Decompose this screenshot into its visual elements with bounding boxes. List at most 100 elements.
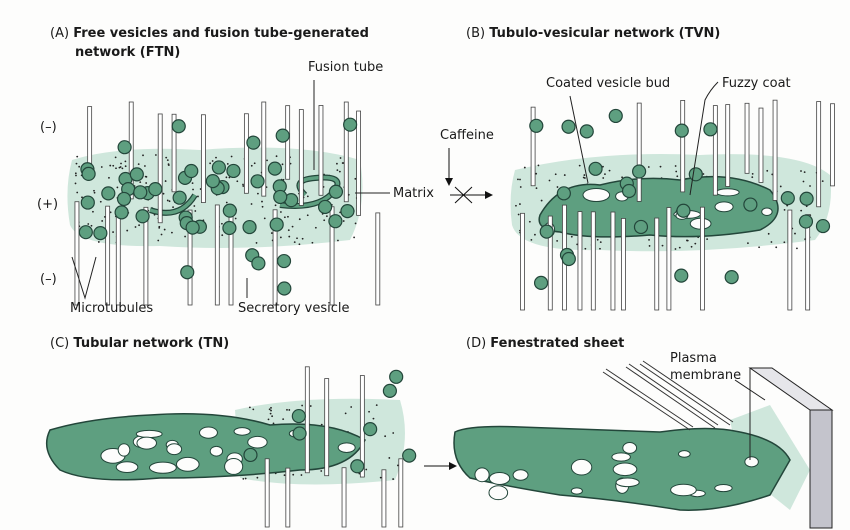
- matrix-particle: [775, 246, 778, 249]
- matrix-particle: [142, 154, 144, 157]
- fuzzy-coat-leader: [689, 81, 719, 196]
- microtubule: [744, 102, 750, 174]
- matrix-particle: [298, 218, 301, 221]
- microtubule: [666, 207, 672, 311]
- microtubule: [758, 107, 764, 183]
- matrix-particle: [225, 176, 228, 179]
- microtubule: [115, 209, 121, 306]
- matrix-particle: [358, 472, 361, 475]
- fenestration: [488, 485, 509, 501]
- coated-bud-leader: [569, 95, 589, 184]
- panel-a-title: (A) Free vesicles and fusion tube-genera…: [50, 26, 369, 42]
- microtubule: [304, 366, 310, 474]
- matrix-particle: [535, 187, 538, 190]
- secretory-vesicle: [389, 369, 404, 384]
- microtubule: [381, 469, 387, 528]
- matrix-particle: [168, 200, 171, 203]
- matrix-particle: [74, 182, 77, 185]
- secretory-vesicle: [815, 218, 831, 234]
- secretory-vesicle: [211, 160, 226, 175]
- matrix-particle: [783, 208, 786, 211]
- secretory-vesicle: [621, 183, 637, 199]
- secretory-vesicle: [267, 161, 282, 176]
- panel-a-letter: (A): [50, 26, 70, 41]
- secretory-vesicle: [117, 140, 132, 155]
- secretory-vesicle: [588, 161, 603, 176]
- microtubule: [700, 206, 705, 311]
- secretory-vesicle: [276, 253, 292, 269]
- fenestration: [148, 461, 177, 474]
- matrix-particle: [570, 235, 573, 238]
- secretory-vesicle: [180, 265, 195, 280]
- matrix-particle: [269, 412, 272, 415]
- secretory-vesicle: [275, 128, 290, 143]
- secretory-vesicle: [539, 224, 554, 239]
- matrix-particle: [236, 180, 239, 183]
- plasma-membrane-label-line1: Plasma: [670, 351, 717, 366]
- fenestration: [209, 445, 224, 457]
- secretory-vesicle: [269, 217, 284, 232]
- plasma-membrane-side: [809, 409, 833, 529]
- fenestration: [224, 458, 244, 475]
- fenestration: [761, 207, 773, 216]
- matrix-particle: [134, 226, 137, 228]
- matrix-particle: [554, 173, 557, 176]
- minus-end-bottom-label: (–): [40, 272, 57, 287]
- matrix-particle: [74, 172, 77, 175]
- matrix-particle: [675, 170, 678, 173]
- matrix-particle: [116, 186, 119, 189]
- matrix-particle: [354, 177, 357, 180]
- matrix-particle: [523, 166, 526, 169]
- matrix-particle: [519, 186, 522, 188]
- matrix-particle: [341, 162, 344, 164]
- matrix-particle: [379, 476, 382, 479]
- matrix-particle: [145, 182, 148, 184]
- secretory-vesicle: [148, 182, 163, 197]
- microtubule: [530, 106, 536, 187]
- microtubule: [356, 110, 362, 216]
- matrix-particle: [108, 176, 110, 179]
- matrix-particle: [563, 174, 566, 176]
- matrix-particle: [215, 156, 217, 159]
- matrix-particle: [599, 247, 601, 250]
- matrix-particle: [193, 205, 196, 207]
- matrix-particle: [802, 180, 805, 183]
- secretory-vesicle: [273, 189, 288, 205]
- matrix-particle: [375, 404, 378, 407]
- secretory-vesicle: [250, 174, 265, 189]
- fenestration: [714, 201, 734, 213]
- matrix-particle: [167, 163, 170, 166]
- microtubule: [621, 218, 626, 311]
- matrix-particle: [747, 242, 749, 245]
- matrix-particle: [686, 239, 688, 242]
- matrix-particle: [81, 196, 83, 199]
- matrix-particle: [537, 164, 540, 167]
- fenestration: [337, 442, 356, 453]
- secretory-vesicle: [743, 197, 758, 212]
- matrix-particle: [291, 225, 294, 228]
- matrix-particle: [253, 162, 256, 165]
- matrix-particle: [100, 166, 103, 168]
- matrix-particle: [266, 159, 268, 162]
- matrix-particle: [540, 199, 543, 202]
- microtubule: [324, 378, 330, 477]
- microtubule: [228, 204, 234, 306]
- matrix-particle: [124, 160, 127, 163]
- matrix-particle: [92, 210, 94, 213]
- fenestration: [611, 452, 631, 462]
- matrix-particle: [165, 156, 168, 159]
- matrix-particle: [604, 173, 606, 176]
- matrix-particle: [126, 229, 129, 232]
- matrix-particle: [97, 241, 100, 243]
- secretory-vesicle: [222, 220, 237, 236]
- secretory-vesicle: [251, 256, 266, 271]
- matrix-particle: [283, 216, 286, 219]
- matrix-particle: [647, 166, 650, 168]
- microtubule: [590, 211, 596, 311]
- matrix-particle: [766, 169, 769, 172]
- matrix-particle: [160, 233, 163, 236]
- microtubule: [285, 467, 291, 528]
- matrix-particle: [582, 176, 585, 179]
- matrix-particle: [578, 164, 581, 167]
- fenestration: [670, 483, 697, 497]
